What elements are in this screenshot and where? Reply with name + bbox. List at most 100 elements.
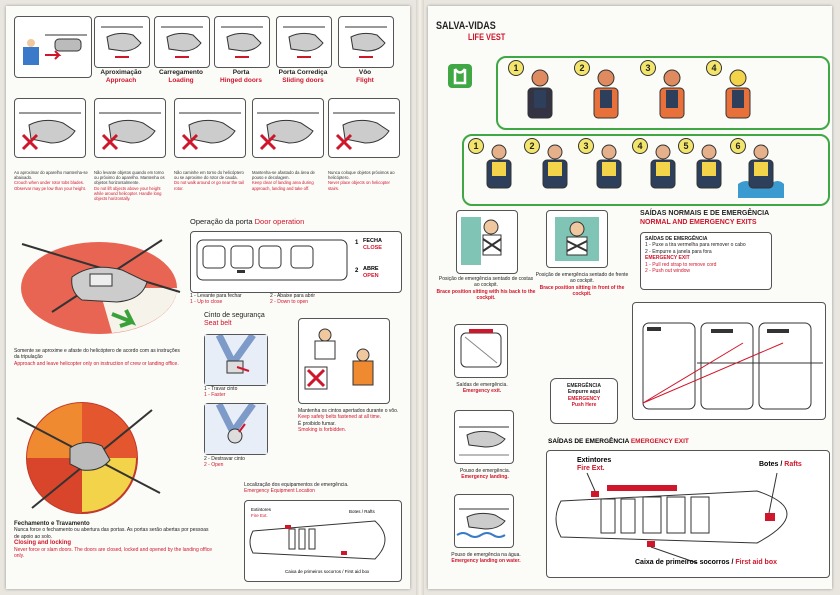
person-inflate-icon: [696, 144, 722, 189]
brace-front-caption: Posição de emergência sentado de frente …: [535, 272, 629, 298]
cabin-layout-icon: [249, 520, 386, 560]
no-smoking-passenger-icon: [304, 328, 374, 390]
warning-text-2: Não levante objetos quando em torno ou p…: [94, 170, 165, 202]
person-vest-icon: [527, 69, 553, 119]
vest-step-1: [512, 64, 568, 122]
inflate-step-6: [738, 140, 784, 198]
approach-icon: [23, 34, 87, 65]
close-label-en: CLOSE: [363, 245, 382, 251]
closing-locking-text: Fechamento e Travamento Nunca force o fe…: [14, 521, 212, 560]
inflate-step-3: [586, 140, 632, 198]
brace-position-front-icon: [555, 217, 599, 261]
left-page: Operação da porta Door operation 1 FECHA…: [6, 6, 410, 589]
person-inflate-icon: [542, 144, 568, 189]
warning-icon: [19, 112, 81, 151]
warning-icon: [179, 112, 241, 151]
step-illustration-3: [214, 16, 270, 68]
door-step-2-label: 2: [355, 268, 359, 274]
step-illustration-4: [276, 16, 332, 68]
vest-step-4: [710, 64, 766, 122]
warning-illustration-1: [14, 98, 86, 158]
first-aid-label: Caixa de primeiros socorros / First aid …: [285, 569, 370, 574]
person-inflate-icon: [650, 144, 676, 189]
inflate-step-number: 4: [632, 138, 648, 154]
first-aid-label-right: Caixa de primeiros socorros / First aid …: [635, 559, 777, 566]
exits-title-en: NORMAL AND EMERGENCY EXITS: [640, 219, 757, 226]
vest-step-number: 3: [640, 60, 656, 76]
person-vest-icon: [725, 69, 751, 119]
right-page: SALVA-VIDAS LIFE VEST Posição de emergên…: [428, 6, 832, 589]
helicopter-approach-illustration: [14, 16, 92, 78]
emergency-exit-heading: SAÍDAS DE EMERGÊNCIA EMERGENCY EXIT: [548, 438, 689, 445]
vest-step-number: 2: [574, 60, 590, 76]
helicopter-step-icon: [221, 26, 263, 58]
warning-illustration-3: [174, 98, 246, 158]
warning-text-1: Ao aproximar do aparelho mantenha-se aba…: [14, 170, 88, 191]
landing-caption: Pouso de emergência.Emergency landing.: [459, 468, 511, 481]
brace-position-back-icon: [461, 217, 502, 265]
warning-icon: [333, 112, 395, 151]
close-label: FECHA: [363, 238, 382, 244]
emergency-landing-illustration: [454, 410, 514, 464]
seatbelt-open-illustration: [204, 401, 268, 455]
emergency-exit-instructions: SAÍDAS DE EMERGÊNCIA 1 - Puxe a tira ver…: [640, 232, 772, 290]
person-inflate-icon: [486, 144, 512, 189]
brace-front-illustration: [546, 210, 608, 268]
seated-passenger-illustration: [298, 318, 390, 404]
seatbelt-release-icon: [205, 401, 267, 454]
vest-symbol-icon: [453, 68, 467, 85]
door-window-icon: [196, 239, 348, 281]
exits-title: SAÍDAS NORMAIS E DE EMERGÊNCIA: [640, 210, 770, 217]
step-illustration-5: [338, 16, 394, 68]
inflate-step-2: [532, 140, 578, 198]
inflate-step-number: 2: [524, 138, 540, 154]
warning-text-4: Mantenha-se afastado da área de pouso e …: [252, 170, 315, 191]
open-label-en: OPEN: [363, 273, 379, 279]
warning-illustration-5: [328, 98, 400, 158]
warning-icon: [257, 112, 319, 151]
rafts-label: Botes / Rafts: [349, 509, 375, 514]
inflate-step-4: [640, 140, 686, 198]
approach-instruction: Somente se aproxime e afaste do helicópt…: [14, 348, 180, 367]
helicopter-step-icon: [101, 26, 143, 58]
door-diagram: 1 FECHA CLOSE 2 ABRE OPEN: [190, 231, 402, 293]
person-vest-icon: [593, 69, 619, 119]
life-vest-inflation-steps: [462, 134, 830, 206]
brace-back-caption: Posição de emergência sentado de costas …: [436, 276, 536, 302]
equipment-location-title: Localização dos equipamentos de emergênc…: [244, 482, 349, 495]
water-caption: Pouso de emergência na água.Emergency la…: [451, 552, 521, 565]
exit-instructions-text: SAÍDAS DE EMERGÊNCIA 1 - Puxe a tira ver…: [645, 236, 746, 275]
door-step-1-label: 1: [355, 240, 359, 246]
life-vest-title: SALVA-VIDAS: [436, 20, 496, 32]
seatbelt-fasten-illustration: [204, 332, 268, 386]
inflate-step-number: 5: [678, 138, 694, 154]
warning-text-3: Não caminhe em torno do helicóptero ou s…: [174, 170, 244, 191]
person-vest-icon: [659, 69, 685, 119]
inflate-step-number: 6: [730, 138, 746, 154]
inflate-step-number: 1: [468, 138, 484, 154]
life-vest-icon: [448, 64, 472, 88]
seatbelt-buckle-icon: [205, 332, 267, 385]
person-inflate-icon: [738, 144, 784, 198]
water-helicopter-icon: [456, 508, 509, 538]
water-landing-illustration: [454, 494, 514, 548]
page-fold: [416, 0, 424, 595]
brace-back-illustration: [456, 210, 518, 274]
cabin-floorplan-icon: [555, 472, 788, 564]
door-operation-title: Operação da porta Door operation: [190, 217, 305, 226]
warning-icon: [99, 112, 161, 151]
vest-step-number: 4: [706, 60, 722, 76]
step-illustration-2: [154, 16, 210, 68]
person-inflate-icon: [596, 144, 622, 189]
